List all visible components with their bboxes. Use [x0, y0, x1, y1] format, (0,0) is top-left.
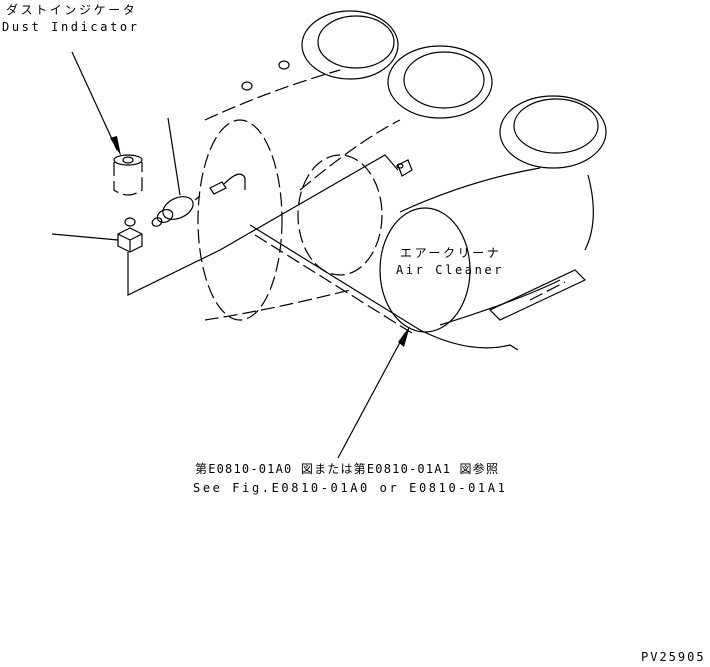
- air-cleaner-label-en: Air Cleaner: [396, 263, 505, 277]
- air-cleaner-housing-3: [379, 95, 607, 333]
- drawing-id: PV25905: [641, 650, 706, 664]
- dust-indicator-label-en: Dust Indicator: [2, 20, 140, 34]
- nozzle: [209, 173, 246, 195]
- dust-indicator-leader: [71, 51, 121, 156]
- mounting-bracket: [51, 154, 399, 296]
- dust-indicator-part: [113, 154, 143, 196]
- pressure-switch-part: [151, 117, 201, 227]
- air-cleaner-housing-1: [197, 10, 399, 321]
- air-cleaner-housing-2: [297, 45, 493, 276]
- reference-label-jp: 第E0810-01A0 図または第E0810-01A1 図参照: [195, 462, 500, 476]
- reference-label-en: See Fig.E0810-01A0 or E0810-01A1: [193, 481, 508, 495]
- base-frame: [249, 224, 587, 351]
- tube-fitting: [396, 159, 413, 177]
- dust-indicator-label-jp: ダストインジケータ: [6, 3, 138, 17]
- air-cleaner-label-jp: エアークリーナ: [400, 246, 502, 260]
- reference-leader: [337, 326, 410, 459]
